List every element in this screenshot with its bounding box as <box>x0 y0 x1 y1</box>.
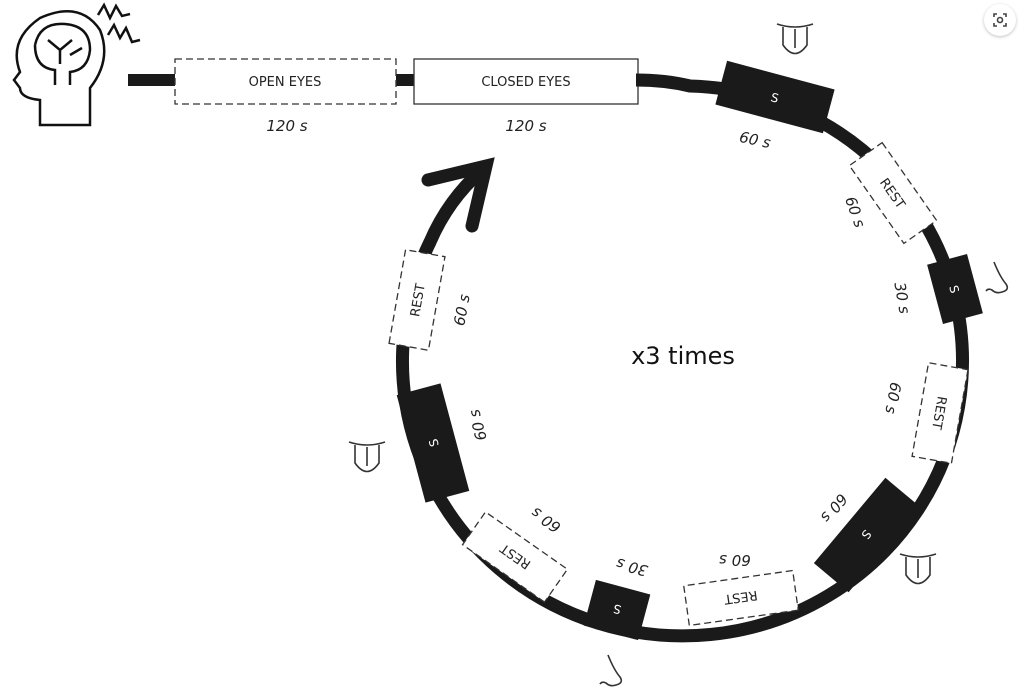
block-label: S <box>426 437 441 448</box>
block-box <box>583 579 651 641</box>
block-box <box>396 383 470 503</box>
open-eyes-block: OPEN EYES <box>174 58 397 105</box>
block-duration: 60 s <box>841 194 869 230</box>
block-box <box>683 569 799 627</box>
repeat-label: x3 times <box>631 342 735 370</box>
stimulus-block: S <box>813 477 921 593</box>
head-brain-icon <box>12 2 141 127</box>
block-box <box>813 477 921 593</box>
closed-eyes-label: CLOSED EYES <box>481 75 570 90</box>
timeline-bar <box>128 74 178 86</box>
block-label: S <box>769 90 780 105</box>
rest-block: REST <box>461 511 569 603</box>
timeline-bar <box>396 74 416 86</box>
loop-arrow <box>421 157 495 249</box>
tongue-icon <box>348 441 386 473</box>
stimulus-block: S <box>715 60 835 134</box>
block-label: REST <box>408 282 429 318</box>
tongue-icon <box>776 23 814 55</box>
block-duration: 60 s <box>465 407 491 442</box>
block-duration: 60 s <box>528 503 564 536</box>
closed-eyes-duration: 120 s <box>505 117 546 135</box>
block-label: REST <box>928 395 949 431</box>
nose-icon <box>985 261 1009 294</box>
block-box <box>388 248 446 352</box>
block-duration: 60 s <box>817 490 851 526</box>
block-box <box>848 141 938 245</box>
rest-block: REST <box>683 569 799 627</box>
open-eyes-duration: 120 s <box>266 117 307 135</box>
block-duration: 30 s <box>614 554 649 580</box>
nose-icon <box>599 654 623 687</box>
rest-block: REST <box>388 248 446 352</box>
block-label: REST <box>723 587 758 607</box>
open-eyes-label: OPEN EYES <box>249 75 322 90</box>
rest-block: REST <box>848 141 938 245</box>
block-label: S <box>946 284 961 295</box>
block-duration: 60 s <box>450 293 473 327</box>
block-box <box>715 60 835 134</box>
closed-eyes-block: CLOSED EYES <box>413 58 639 105</box>
block-box <box>911 361 969 465</box>
lens-icon <box>993 13 1007 27</box>
tongue-icon <box>899 553 937 585</box>
lens-search-button[interactable] <box>984 4 1016 36</box>
stimulus-block: S <box>396 383 470 503</box>
stimulus-block: S <box>927 254 983 324</box>
block-duration: 60 s <box>719 551 751 569</box>
block-duration: 30 s <box>890 281 913 315</box>
block-box <box>461 511 569 603</box>
rest-block: REST <box>911 361 969 465</box>
block-label: S <box>612 601 623 616</box>
block-box <box>927 254 983 324</box>
block-duration: 60 s <box>881 381 904 415</box>
block-duration: 60 s <box>738 128 773 152</box>
stimulus-block: S <box>583 579 651 641</box>
